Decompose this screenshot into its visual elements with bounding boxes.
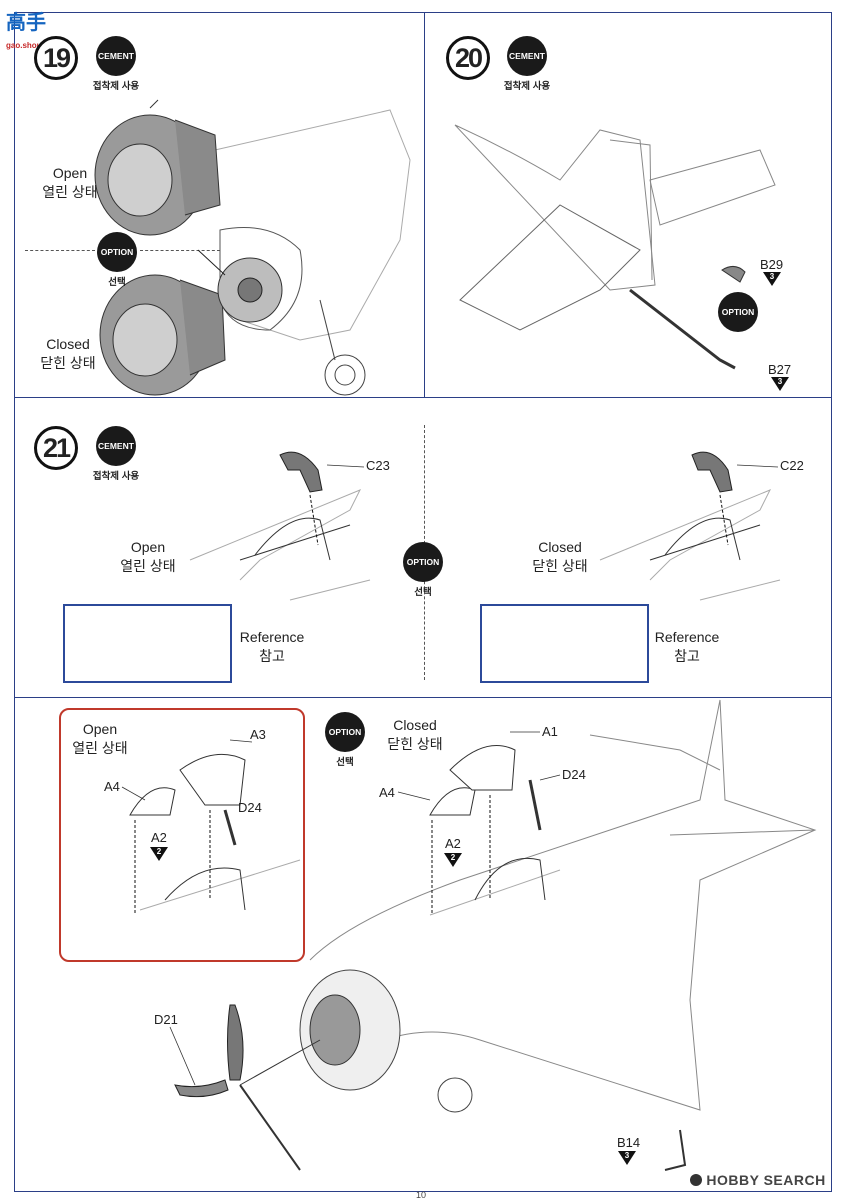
watermark-brand-bottom: HOBBY SEARCH bbox=[706, 1172, 826, 1188]
open-label-21: Open 열린 상태 bbox=[120, 539, 176, 574]
watermark-brand: 高手 bbox=[6, 12, 46, 34]
option-badge-bottom: OPTION bbox=[325, 712, 365, 752]
option-badge-19: OPTION bbox=[97, 232, 137, 272]
main-plane-cowl bbox=[299, 969, 401, 1091]
canopy-open-parts bbox=[129, 753, 301, 915]
part-a2-closed-number: 2 bbox=[444, 853, 462, 867]
reference-box-right bbox=[480, 604, 649, 683]
option-divider-19-left bbox=[25, 250, 95, 251]
part-b14-number: 3 bbox=[618, 1151, 636, 1165]
option-badge-20: OPTION bbox=[718, 292, 758, 332]
part-b27: B27 bbox=[768, 362, 792, 377]
main-plane-fuselage bbox=[309, 699, 817, 1111]
cement-badge-21: CEMENT bbox=[96, 426, 136, 466]
reference-label-left: Reference 참고 bbox=[239, 629, 305, 664]
cement-badge-19: CEMENT bbox=[96, 36, 136, 76]
part-d24-open: D24 bbox=[238, 800, 262, 815]
closed-label-19: Closed 닫힌 상태 bbox=[40, 336, 96, 371]
part-c22: C22 bbox=[780, 458, 804, 473]
step19-cowl-open bbox=[94, 99, 221, 236]
step-20-number: 20 bbox=[446, 36, 490, 80]
option-badge-21: OPTION bbox=[403, 542, 443, 582]
step-19-number: 19 bbox=[34, 36, 78, 80]
part-c23: C23 bbox=[366, 458, 390, 473]
propeller-d21 bbox=[174, 1004, 321, 1171]
step19-cowl-closed bbox=[99, 274, 226, 396]
cement-sub-21: 접착제 사용 bbox=[92, 471, 140, 482]
page-frame bbox=[14, 12, 832, 1192]
watermark-logo-bottom: HOBBY SEARCH bbox=[690, 1172, 826, 1188]
cement-sub-19: 접착제 사용 bbox=[92, 81, 140, 92]
reference-label-right: Reference 참고 bbox=[654, 629, 720, 664]
part-a2-closed: A2 bbox=[445, 836, 461, 851]
cement-badge-20: CEMENT bbox=[507, 36, 547, 76]
step21-cockpit-right bbox=[599, 451, 781, 601]
option-divider-19-right bbox=[140, 250, 220, 251]
part-b27-number: 3 bbox=[771, 377, 789, 391]
part-b14: B14 bbox=[617, 1135, 641, 1150]
closed-label-21: Closed 닫힌 상태 bbox=[532, 539, 588, 574]
step21-cockpit-left bbox=[189, 451, 371, 601]
page-number: 10 bbox=[416, 1190, 427, 1200]
option-sub-19: 선택 bbox=[108, 277, 126, 288]
step20-tail bbox=[454, 124, 776, 370]
divider-vertical-top bbox=[424, 12, 425, 397]
step-21-number: 21 bbox=[34, 426, 78, 470]
part-a3: A3 bbox=[250, 727, 266, 742]
open-canopy-option-box bbox=[59, 708, 305, 962]
option-sub-bottom: 선택 bbox=[336, 757, 354, 768]
watermark-icon bbox=[690, 1174, 702, 1186]
part-a4-open: A4 bbox=[104, 779, 120, 794]
part-b29: B29 bbox=[760, 257, 784, 272]
divider-horizontal-top bbox=[14, 397, 832, 398]
divider-horizontal-mid bbox=[14, 697, 832, 698]
step19-fuselage bbox=[214, 109, 411, 341]
reference-box-left bbox=[63, 604, 232, 683]
part-a4-closed: A4 bbox=[379, 785, 395, 800]
open-label-canopy: Open 열린 상태 bbox=[72, 721, 128, 756]
part-d24-closed: D24 bbox=[562, 767, 586, 782]
option-sub-21: 선택 bbox=[414, 587, 432, 598]
part-a1: A1 bbox=[542, 724, 558, 739]
closed-label-canopy: Closed 닫힌 상태 bbox=[387, 717, 443, 752]
part-a2-open: A2 bbox=[151, 830, 167, 845]
part-d21: D21 bbox=[154, 1012, 178, 1027]
step19-engine bbox=[217, 257, 283, 323]
part-b29-number: 3 bbox=[763, 272, 781, 286]
canopy-closed-parts bbox=[429, 745, 561, 916]
watermark-logo-top: 高手 gao.shou.com bbox=[6, 6, 60, 53]
cement-sub-20: 접착제 사용 bbox=[503, 81, 551, 92]
open-label-19: Open 열린 상태 bbox=[42, 165, 98, 200]
watermark-url: gao.shou.com bbox=[6, 41, 61, 50]
part-a2-open-number: 2 bbox=[150, 847, 168, 861]
